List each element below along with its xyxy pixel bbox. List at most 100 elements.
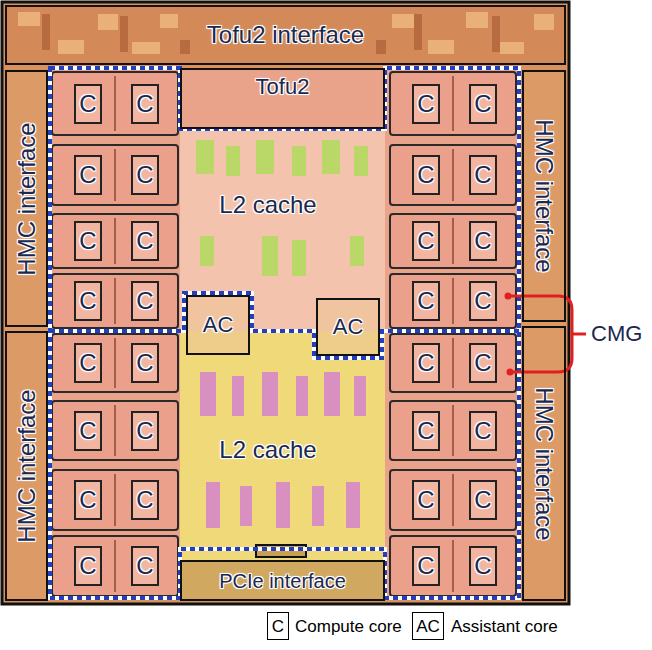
legend-text: Compute core xyxy=(295,618,402,635)
hmc-interface-area xyxy=(522,70,566,601)
compute-core: C xyxy=(412,84,440,124)
legend-text: Assistant core xyxy=(451,618,558,635)
legend-sample: C xyxy=(267,612,289,640)
block-label: C xyxy=(136,351,153,375)
block-label: C xyxy=(474,554,491,578)
vertical-label: HMC interface xyxy=(15,389,39,542)
compute-core: C xyxy=(469,480,497,520)
compute-core: C xyxy=(74,411,102,451)
block-label: C xyxy=(79,351,96,375)
compute-core: C xyxy=(74,155,102,195)
hmc-interface-band: HMC interface xyxy=(522,326,566,601)
block-label: PCIe interface xyxy=(219,571,346,591)
cmg-pointer-dot xyxy=(505,293,512,300)
block-label: C xyxy=(417,163,434,187)
callout-label: CMG xyxy=(591,323,642,345)
block-label: C xyxy=(474,163,491,187)
block-label: C xyxy=(79,289,96,313)
compute-core: C xyxy=(412,480,440,520)
compute-core: C xyxy=(469,411,497,451)
block-label: Tofu2 xyxy=(256,76,310,98)
block-label: C xyxy=(474,351,491,375)
compute-core: C xyxy=(412,155,440,195)
block-label: C xyxy=(272,618,284,635)
block-label: C xyxy=(474,488,491,512)
block-label: C xyxy=(474,289,491,313)
compute-core: C xyxy=(131,281,159,321)
block-label: C xyxy=(136,229,153,253)
block-label: AC xyxy=(333,316,364,338)
die-outline xyxy=(2,2,569,604)
tofu2-interface-area xyxy=(5,5,566,65)
block-label: C xyxy=(79,419,96,443)
block-label: C xyxy=(79,554,96,578)
compute-core: C xyxy=(131,546,159,586)
block-label: C xyxy=(474,229,491,253)
block-label: C xyxy=(417,92,434,116)
compute-core: C xyxy=(131,155,159,195)
cache-texture xyxy=(196,140,368,276)
core-area xyxy=(50,68,520,600)
block-label: AC xyxy=(203,314,234,336)
compute-core: C xyxy=(469,546,497,586)
block-label: C xyxy=(136,289,153,313)
block-label: C xyxy=(136,419,153,443)
compute-core: C xyxy=(469,281,497,321)
block-label: C xyxy=(136,554,153,578)
cmg-boundary xyxy=(50,68,519,598)
block-label: C xyxy=(417,229,434,253)
compute-core: C xyxy=(131,84,159,124)
compute-core: C xyxy=(74,84,102,124)
block-label: C xyxy=(79,229,96,253)
assistant-core: AC xyxy=(316,298,380,356)
block-label: C xyxy=(136,488,153,512)
compute-core: C xyxy=(412,281,440,321)
compute-core: C xyxy=(412,221,440,261)
interface-texture xyxy=(18,12,554,54)
compute-core: C xyxy=(74,343,102,383)
block-label: C xyxy=(79,488,96,512)
block-label: C xyxy=(79,163,96,187)
legend-sample: AC xyxy=(412,612,444,640)
cmg-pointer-dot xyxy=(507,369,514,376)
block-label: C xyxy=(136,163,153,187)
core-pair-divider xyxy=(115,76,453,592)
vertical-label: HMC interface xyxy=(15,122,39,275)
block-label: C xyxy=(417,289,434,313)
block-label: C xyxy=(136,92,153,116)
cmg-bracket xyxy=(508,296,586,372)
compute-core: C xyxy=(412,411,440,451)
compute-core: C xyxy=(412,546,440,586)
block-label: C xyxy=(474,92,491,116)
tofu2-interface-band: Tofu2 interface xyxy=(5,5,566,65)
legend-entry: Assistant core xyxy=(451,618,558,635)
block-label: C xyxy=(474,419,491,443)
vertical-label: HMC interface xyxy=(532,387,556,540)
block-label: C xyxy=(417,554,434,578)
block-label: C xyxy=(417,419,434,443)
block-label: C xyxy=(79,92,96,116)
compute-core: C xyxy=(131,343,159,383)
interface-texture-dark xyxy=(42,14,500,54)
compute-core: C xyxy=(74,480,102,520)
core-pair-outline xyxy=(52,72,516,596)
compute-core: C xyxy=(469,343,497,383)
pcie-interface-block: PCIe interface xyxy=(180,560,385,601)
l2-cache-bottom-area xyxy=(180,331,385,560)
block-label: Tofu2 interface xyxy=(207,23,364,47)
region-label: L2 cache xyxy=(219,438,316,462)
cache-texture xyxy=(200,372,366,528)
assistant-core: AC xyxy=(186,295,250,355)
compute-core: C xyxy=(74,281,102,321)
hmc-interface-band: HMC interface xyxy=(5,331,48,601)
hmc-interface-area xyxy=(5,70,48,601)
block-label: C xyxy=(417,488,434,512)
hmc-interface-band: HMC interface xyxy=(522,70,566,322)
region-label: L2 cache xyxy=(219,193,316,217)
block-label: AC xyxy=(416,618,440,635)
tofu2-block: Tofu2 xyxy=(180,68,385,129)
compute-core: C xyxy=(469,221,497,261)
compute-core: C xyxy=(74,221,102,261)
compute-core: C xyxy=(131,411,159,451)
